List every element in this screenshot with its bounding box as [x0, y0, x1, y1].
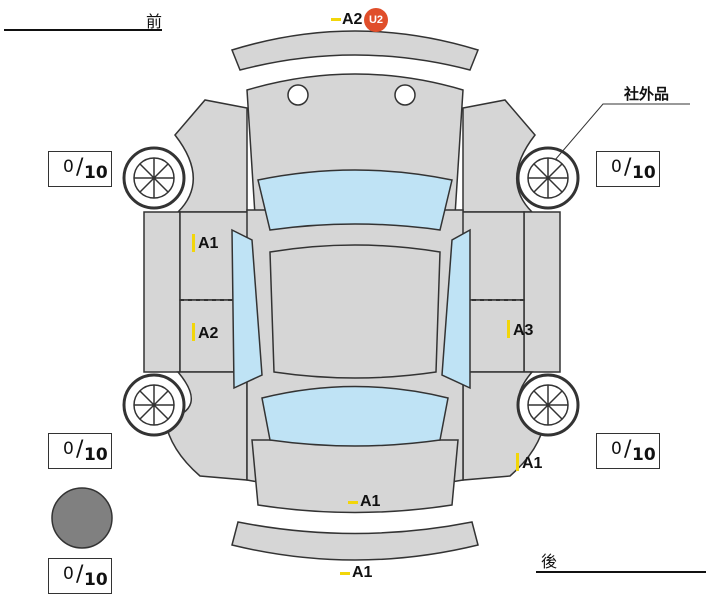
damage-tick-left-rear-door — [192, 323, 195, 341]
damage-tick-right-rear-door — [507, 320, 510, 338]
wheel-rear-left[interactable] — [122, 373, 186, 437]
damage-code-right-rear-door[interactable]: A3 — [513, 322, 534, 339]
damage-tick-rear-bumper — [340, 572, 350, 575]
rear-label: 後 — [541, 552, 558, 571]
tire-box-front-left[interactable]: 0 / 10 — [48, 151, 112, 187]
damage-code-trunk[interactable]: A1 — [360, 493, 381, 510]
tire-box-spare[interactable]: 0 / 10 — [48, 558, 112, 594]
u2-badge[interactable]: U2 — [364, 8, 388, 32]
damage-code-left-rear-door[interactable]: A2 — [198, 325, 219, 342]
tire-box-rear-right[interactable]: 0 / 10 — [596, 433, 660, 469]
aftermarket-label: 社外品 — [624, 86, 670, 103]
damage-code-rear-bumper[interactable]: A1 — [352, 564, 373, 581]
wheel-front-right[interactable] — [516, 146, 580, 210]
rear-window[interactable] — [261, 385, 449, 447]
damage-tick-trunk — [348, 501, 358, 504]
left-side-window[interactable] — [231, 228, 263, 390]
right-side-sill[interactable] — [523, 211, 561, 373]
rear-rule — [536, 571, 706, 573]
damage-tick-left-front-door — [192, 234, 195, 252]
tire-box-front-right[interactable]: 0 / 10 — [596, 151, 660, 187]
headlight-left — [287, 84, 309, 106]
tire-box-rear-left[interactable]: 0 / 10 — [48, 433, 112, 469]
left-front-fender[interactable] — [174, 99, 248, 213]
right-front-fender[interactable] — [462, 99, 536, 213]
spare-tire[interactable] — [51, 487, 113, 549]
wheel-rear-right[interactable] — [516, 373, 580, 437]
damage-code-left-front-door[interactable]: A1 — [198, 235, 219, 252]
left-side-sill[interactable] — [143, 211, 181, 373]
front-rule — [4, 29, 162, 31]
headlight-right — [394, 84, 416, 106]
damage-code-front-bumper[interactable]: A2 — [342, 11, 363, 28]
damage-code-right-rear-fender[interactable]: A1 — [522, 455, 543, 472]
wheel-front-left[interactable] — [122, 146, 186, 210]
damage-tick-right-rear-fender — [516, 453, 519, 471]
roof[interactable] — [269, 244, 441, 379]
aftermarket-leader-line — [554, 103, 690, 161]
windshield[interactable] — [257, 169, 453, 231]
front-label: 前 — [146, 12, 163, 31]
trunk[interactable] — [251, 439, 459, 514]
front-bumper[interactable] — [231, 30, 479, 71]
rear-bumper[interactable] — [231, 521, 479, 561]
damage-tick-front-bumper — [331, 18, 341, 21]
right-side-window[interactable] — [441, 228, 471, 390]
